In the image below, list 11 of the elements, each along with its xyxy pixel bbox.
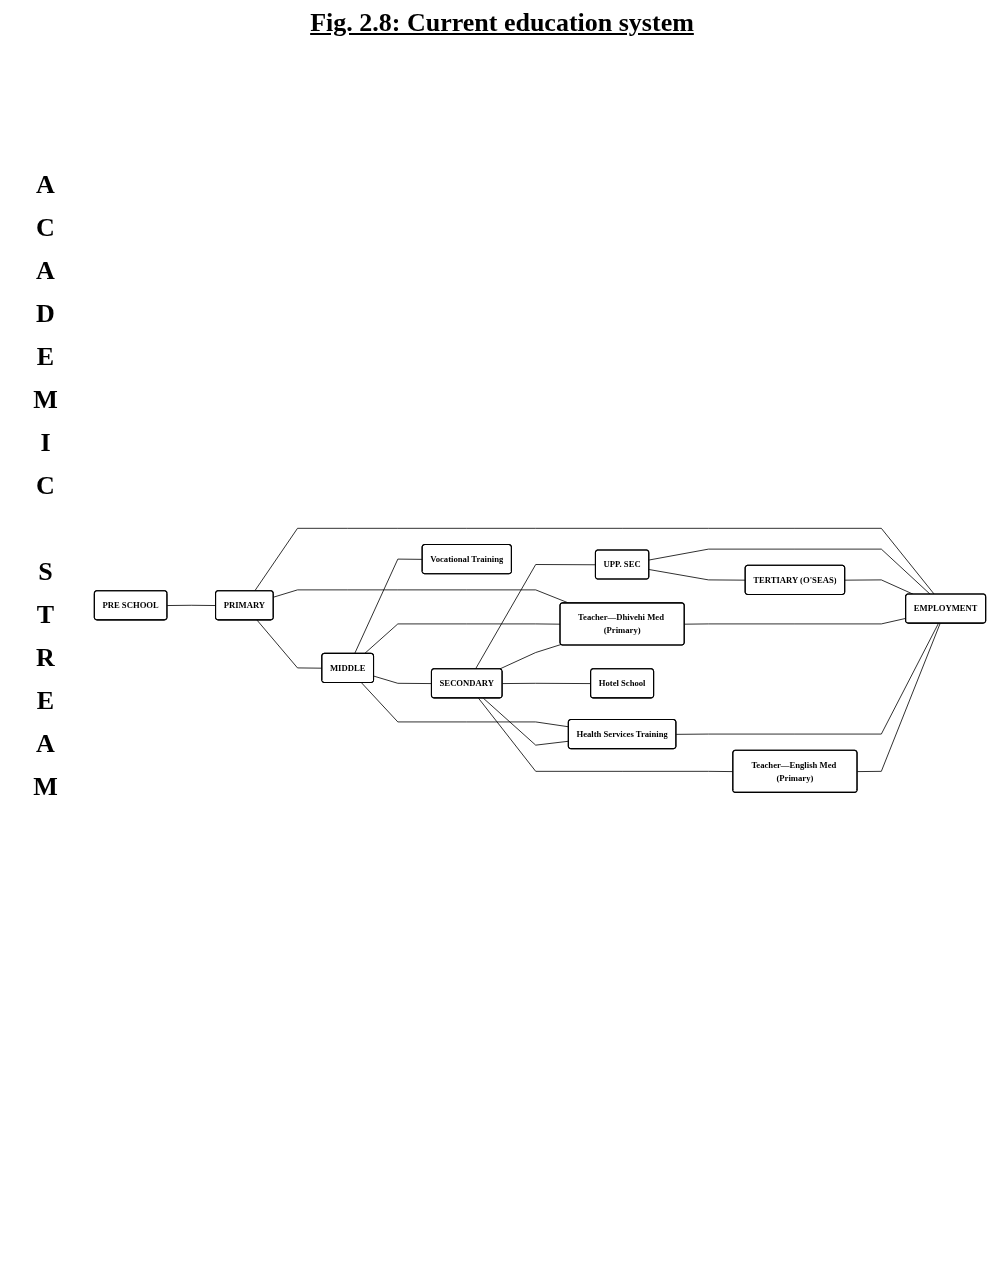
connector [254, 527, 935, 595]
connector [648, 548, 931, 595]
connector [648, 568, 746, 581]
connector [354, 558, 423, 654]
connector [675, 622, 939, 735]
connector [482, 697, 569, 746]
connector [364, 623, 561, 654]
connector [499, 643, 562, 670]
figure-title: Fig. 2.8: Current education system [309, 8, 695, 38]
connector [361, 682, 569, 727]
side-label: ACADEMIC STREAM [31, 170, 60, 815]
